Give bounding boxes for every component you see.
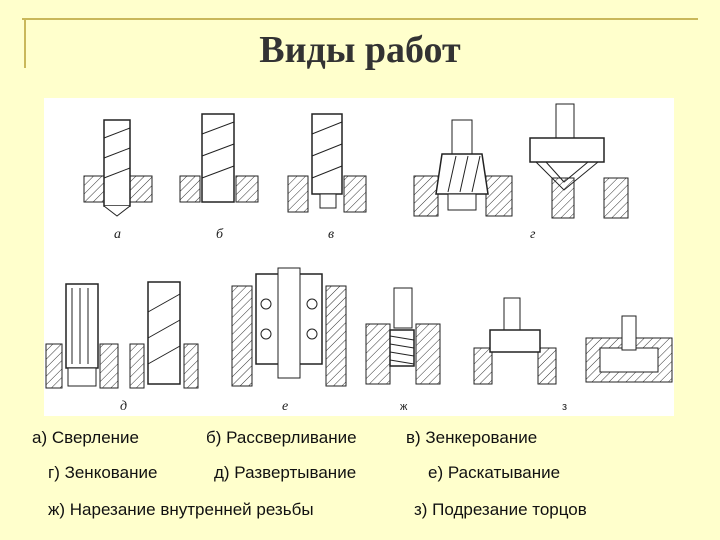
caption-reaming: д) Развертывание — [214, 463, 357, 482]
tapping-illustration: ж — [365, 287, 441, 413]
letter-b: б — [216, 227, 224, 242]
caption-reaming-out: б) Рассверливание — [206, 428, 357, 447]
letter-zh: ж — [400, 401, 408, 413]
letter-a: а — [114, 227, 121, 242]
caption-tapping: ж) Нарезание внутренней резьбы — [48, 500, 314, 519]
machining-operations-drawing: а б в — [44, 98, 674, 416]
rolling-illustration: е — [231, 267, 347, 414]
caption-countersinking: в) Зенкерование — [406, 428, 538, 447]
letter-d: д — [120, 399, 127, 414]
caption-facing: з) Подрезание торцов — [414, 500, 587, 519]
letter-v: в — [328, 227, 334, 242]
letter-e: е — [282, 399, 288, 414]
drilling-illustration: а — [83, 119, 153, 242]
counterboring-illustration: г — [413, 103, 629, 242]
caption-counterboring: г) Зенкование — [48, 463, 158, 482]
countersinking-illustration: в — [287, 113, 367, 242]
reaming-illustration: д — [45, 281, 199, 414]
slide-title: Виды работ — [259, 29, 461, 71]
frame-left-line — [24, 18, 26, 68]
letter-z: з — [562, 401, 567, 413]
reaming-out-illustration: б — [179, 113, 259, 242]
frame-top-line — [22, 18, 698, 20]
facing-illustration: з — [473, 297, 673, 413]
caption-drilling: а) Сверление — [32, 428, 139, 447]
letter-g: г — [530, 227, 536, 242]
caption-rolling: е) Раскатывание — [428, 463, 561, 482]
